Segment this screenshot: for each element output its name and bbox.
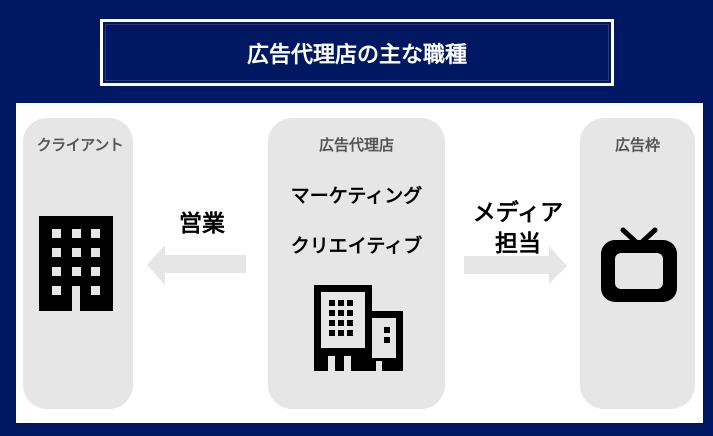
office-building-icon [39, 216, 113, 311]
role-creative: クリエイティブ [290, 235, 423, 257]
ad-space-label: 広告枠 [614, 136, 660, 154]
agency-card: 広告代理店 マーケティング クリエイティブ [268, 118, 445, 409]
arrow-right-icon [464, 246, 567, 284]
client-label: クライアント [36, 136, 124, 154]
role-marketing: マーケティング [290, 185, 423, 207]
office-buildings-icon [314, 285, 403, 371]
title-inner-border: 広告代理店の主な職種 [105, 24, 609, 81]
diagram-title: 広告代理店の主な職種 [246, 42, 467, 68]
agency-label: 広告代理店 [318, 136, 394, 154]
media-label-line1: メディア [472, 200, 564, 226]
diagram-panel: クライアント 営業 広告代理店 マーケティング クリエイティブ [16, 103, 703, 423]
tv-icon [601, 227, 677, 302]
media-label-line2: 担当 [495, 231, 541, 257]
arrow-left-icon [147, 245, 246, 285]
client-card: クライアント [23, 118, 133, 409]
title-box: 広告代理店の主な職種 [100, 19, 614, 86]
sales-label: 営業 [179, 211, 225, 237]
ad-space-card: 広告枠 [580, 118, 695, 409]
